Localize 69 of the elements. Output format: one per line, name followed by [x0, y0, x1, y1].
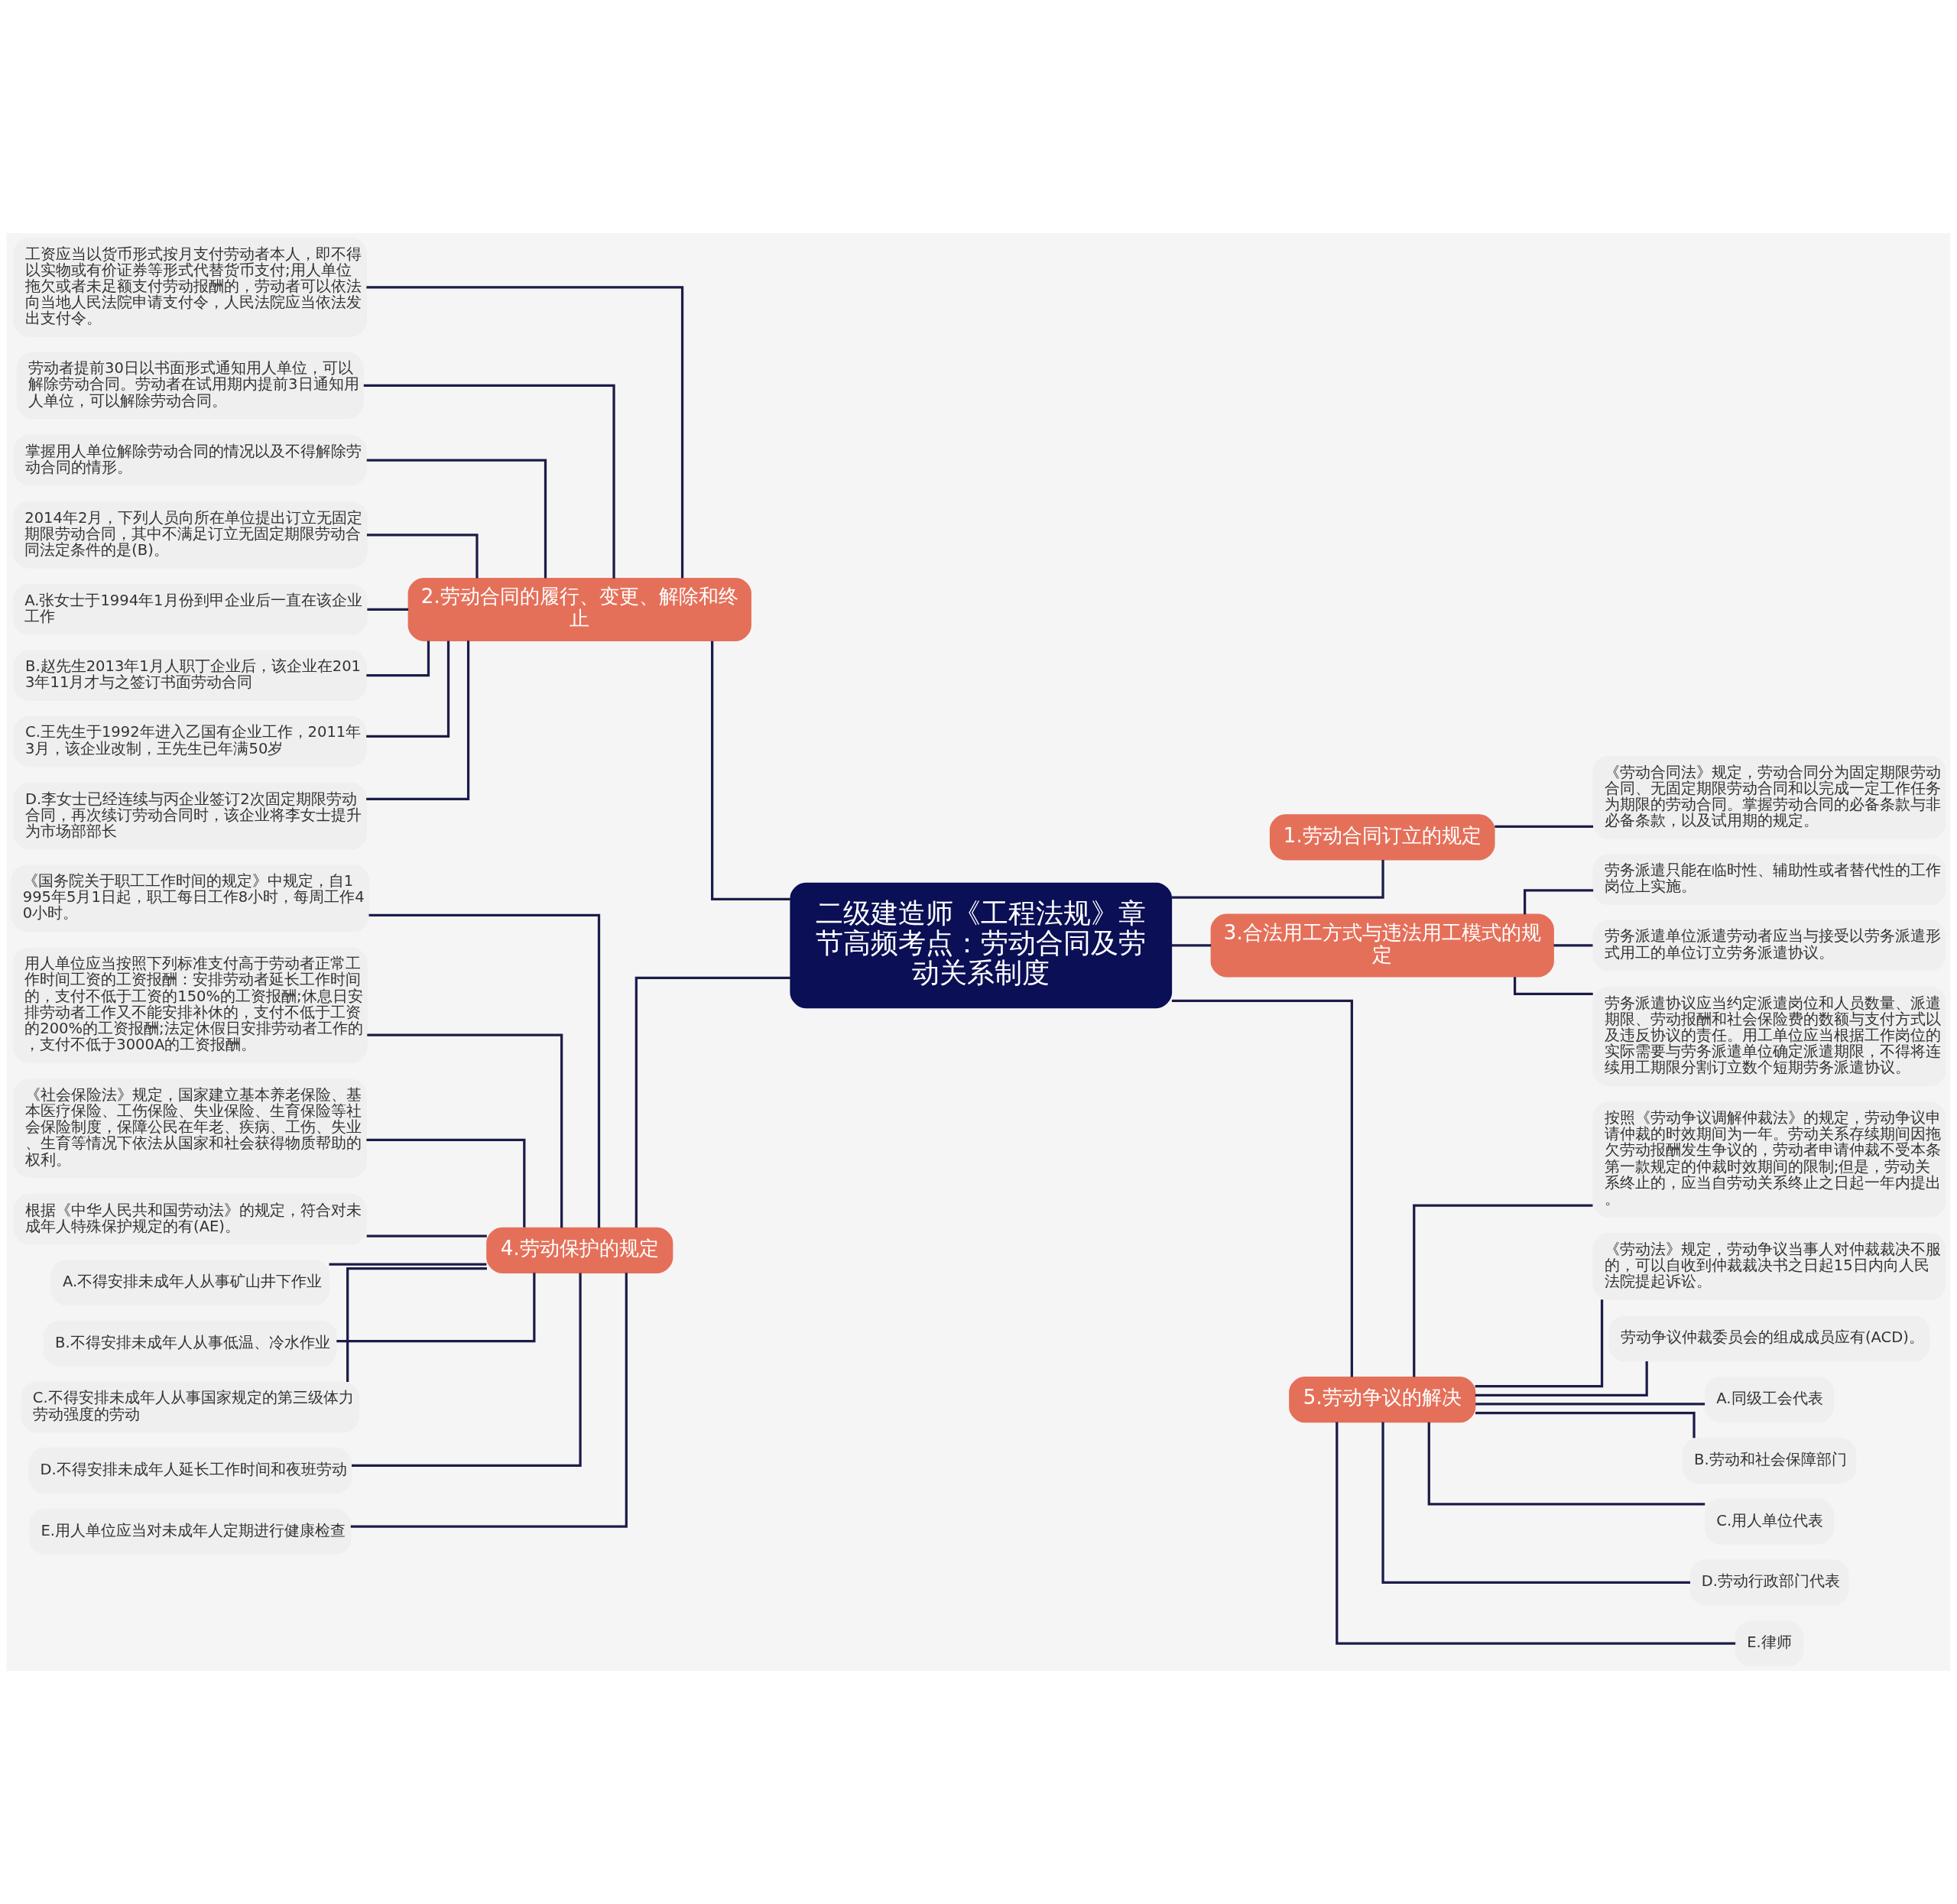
- connector: [1475, 1361, 1648, 1396]
- node-box: C.用人单位代表: [1704, 1498, 1835, 1545]
- connector: [346, 1267, 487, 1383]
- node-box: C.不得安排未成年人从事国家规定的第三级体力劳动强度的劳动: [21, 1381, 360, 1433]
- node-box: 劳务派遣只能在临时性、辅助性或者替代性的工作岗位上实施。: [1592, 854, 1946, 906]
- node-box: A.张女士于1994年1月份到甲企业后一直在该企业工作: [12, 584, 368, 635]
- connector: [350, 1273, 628, 1528]
- connector: [363, 384, 615, 579]
- node-box: 《劳动法》规定，劳动争议当事人对仲裁裁决不服的，可以自收到仲裁裁决书之日起15日内向人民法院提起诉讼。: [1592, 1233, 1946, 1300]
- connector: [366, 641, 470, 800]
- connector: [1524, 889, 1594, 915]
- connector: [367, 608, 409, 611]
- node-box: 掌握用人单位解除劳动合同的情况以及不得解除劳动合同的情形。: [13, 434, 367, 486]
- node-box: B.劳动和社会保障部门: [1682, 1437, 1857, 1484]
- node-box: 4.劳动保护的规定: [486, 1227, 673, 1273]
- connector: [1495, 825, 1594, 829]
- node-box: E.律师: [1735, 1620, 1804, 1667]
- connector: [366, 1138, 526, 1228]
- node-box: 2014年2月，下列人员向所在单位提出订立无固定期限劳动合同，其中不满足订立无固定期限劳动合同法定条件的是(B)。: [12, 501, 368, 569]
- node-box: 根据《中华人民共和国劳动法》的规定，符合对未成年人特殊保护规定的有(AE)。: [13, 1193, 367, 1245]
- node-box: 劳动者提前30日以书面形式通知用人单位，可以解除劳动合同。劳动者在试用期内提前3日通知用人单位，可以解除劳动合同。: [16, 352, 364, 420]
- connector: [1171, 944, 1212, 947]
- node-box: B.不得安排未成年人从事低温、冷水作业: [43, 1320, 337, 1367]
- node-box: 二级建造师《工程法规》章节高频考点：劳动合同及劳动关系制度: [790, 882, 1173, 1009]
- connector: [367, 1033, 563, 1228]
- node-box: 按照《劳动争议调解仲裁法》的规定，劳动争议申请仲裁的时效期间为一年。劳动关系存续期间因拖欠劳动报酬发生争议的，劳动者申请仲裁不受本条第一款规定的仲裁时效期间的限制;但是，劳动关系终止的，应当自劳动关系终止之日起一年内提出。: [1592, 1101, 1946, 1218]
- node-box: 工资应当以货币形式按月支付劳动者本人，即不得以实物或有价证券等形式代替货币支付;用人单位拖欠或者未足额支付劳动报酬的，劳动者可以依法向当地人民法院申请支付令，人民法院应当依法发出支付令。: [13, 237, 367, 337]
- connector: [634, 976, 791, 1228]
- node-box: 《国务院关于职工工作时间的规定》中规定，自1995年5月1日起，职工每日工作8小时，每周工作40小时。: [11, 864, 370, 933]
- connector: [1413, 1204, 1593, 1377]
- node-box: 劳动争议仲裁委员会的组成成员应有(ACD)。: [1608, 1315, 1930, 1362]
- node-box: 5.劳动争议的解决: [1289, 1377, 1476, 1423]
- connector: [1475, 1403, 1705, 1406]
- connector: [366, 1234, 487, 1237]
- node-box: D.劳动行政部门代表: [1689, 1559, 1849, 1606]
- connector: [366, 641, 430, 677]
- connector: [1335, 1422, 1736, 1645]
- node-box: A.不得安排未成年人从事矿山井下作业: [50, 1260, 330, 1306]
- connector: [366, 286, 684, 579]
- node-box: 2.劳动合同的履行、变更、解除和终止: [407, 577, 751, 641]
- node-box: 劳务派遣单位派遣劳动者应当与接受以劳务派遣形式用工的单位订立劳务派遣协议。: [1592, 920, 1946, 971]
- node-box: 《劳动合同法》规定，劳动合同分为固定期限劳动合同、无固定期限劳动合同和以完成一定工作任务为期限的劳动合同。掌握劳动合同的必备条款与非必备条款，以及试用期的规定。: [1592, 755, 1946, 839]
- connector: [366, 641, 450, 738]
- connector: [366, 534, 479, 579]
- node-box: A.同级工会代表: [1704, 1377, 1835, 1423]
- connector: [352, 1273, 582, 1468]
- connector: [1381, 1422, 1690, 1585]
- connector: [1475, 1412, 1696, 1439]
- node-box: B.赵先生2013年1月人职丁企业后，该企业在2013年11月才与之签订书面劳动合同: [13, 650, 367, 702]
- connector: [711, 641, 790, 901]
- node-box: 用人单位应当按照下列标准支付高于劳动者正常工作时间工资的工资报酬：安排劳动者延长工作时间的，支付不低于工资的150%的工资报酬;休息日安排劳动者工作又不能安排补休的，支付不低于工资的200%的工资报酬;法定休假日安排劳动者工作的，支付不低于3000A的工资报酬。: [12, 947, 368, 1063]
- node-box: C.王先生于1992年进入乙国有企业工作，2011年3月，该企业改制，王先生已年满50岁: [13, 715, 367, 767]
- node-box: D.李女士已经连续与丙企业签订2次固定期限劳动合同，再次续订劳动合同时，该企业将李女士提升为市场部部长: [13, 782, 367, 850]
- connector: [368, 913, 601, 1228]
- connector: [1427, 1422, 1705, 1506]
- connector: [336, 1273, 536, 1343]
- node-box: 《社会保险法》规定，国家建立基本养老保险、基本医疗保险、工伤保险、失业保险、生育保险等社会保险制度，保障公民在年老、疾病、工伤、失业、生育等情况下依法从国家和社会获得物质帮助的权利。: [13, 1079, 367, 1179]
- node-box: D.不得安排未成年人延长工作时间和夜班劳动: [28, 1447, 352, 1494]
- connector: [1513, 977, 1593, 996]
- node-box: 3.合法用工方式与违法用工模式的规定: [1210, 913, 1554, 978]
- connector: [1553, 944, 1593, 947]
- connector: [329, 1263, 487, 1266]
- connector: [1172, 860, 1384, 899]
- node-box: 1.劳动合同订立的规定: [1269, 814, 1495, 861]
- node-box: E.用人单位应当对未成年人定期进行健康检查: [28, 1508, 352, 1555]
- connector: [366, 459, 547, 579]
- connector: [1475, 1299, 1604, 1388]
- connector: [1171, 999, 1353, 1377]
- node-box: 劳务派遣协议应当约定派遣岗位和人员数量、派遣期限、劳动报酬和社会保险费的数额与支付方式以及违反协议的责任。用工单位应当根据工作岗位的实际需要与劳务派遣单位确定派遣期限，不得将连续用工期限分割订立数个短期劳务派遣协议。: [1592, 986, 1946, 1086]
